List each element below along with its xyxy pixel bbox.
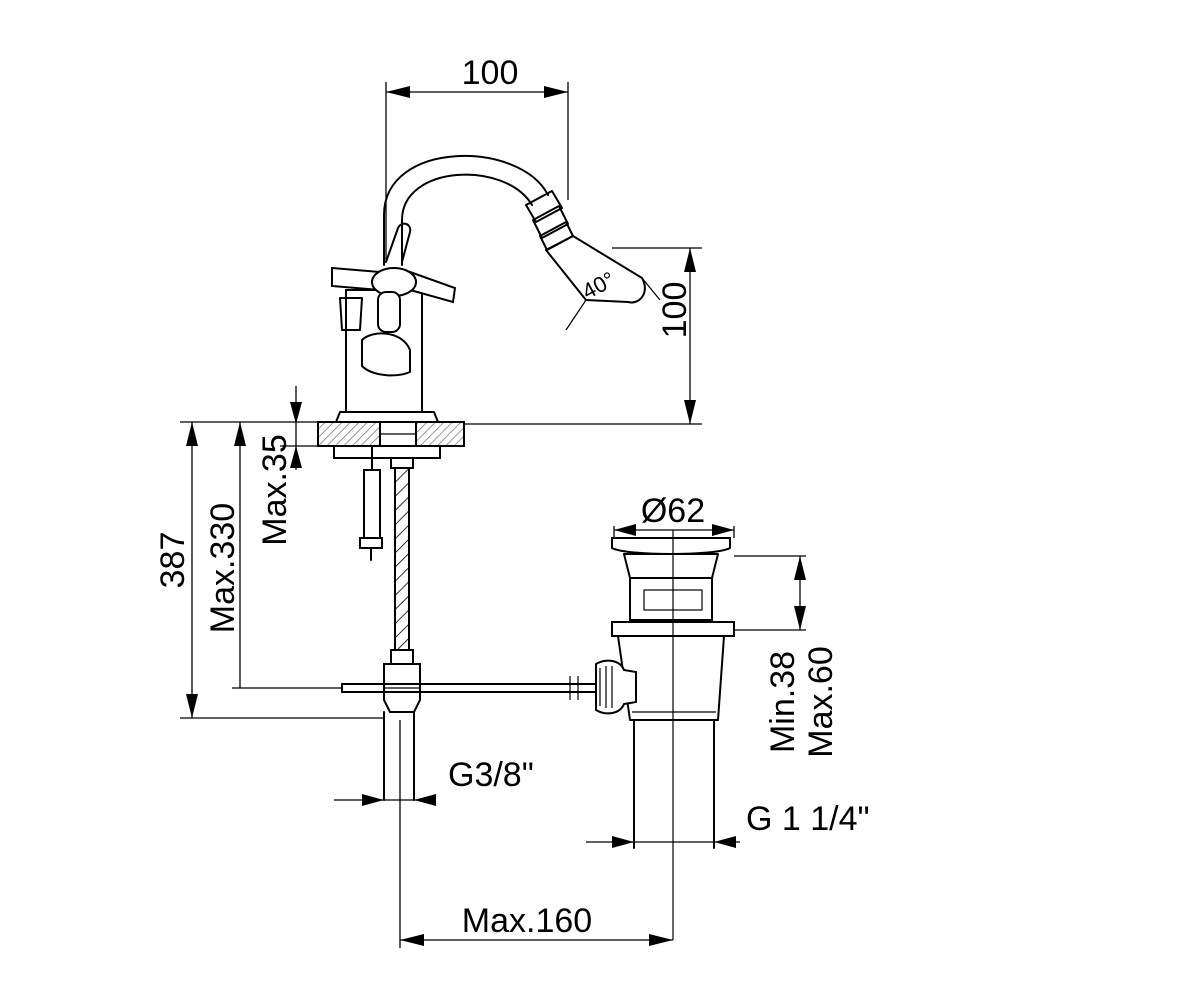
spout-height-label: 100 [656,282,694,339]
base-plate [335,411,439,423]
braided-hose [394,459,410,659]
waste-thread-label: G 1 1/4" [746,800,870,838]
lever [385,222,412,263]
deck-thickness-label: Max.35 [256,434,294,546]
inlet-thread-label: G3/8" [448,756,534,794]
waste-depth-label: Max.60 [802,646,840,758]
dimension-labels: 100 100 40° Max.35 Max.330 387 Ø62 Min.3… [154,54,870,940]
faucet [317,154,661,801]
waste-diameter-label: Ø62 [641,492,705,530]
waste-stroke-label: Min.38 [764,651,802,753]
dimension-lines [180,82,806,948]
aerator-ring [525,190,563,223]
spout-reach-label: 100 [462,54,519,92]
hose-length-label: Max.330 [204,503,242,633]
total-height-label: 387 [154,532,192,589]
pivot-knob [595,659,637,715]
waste-assembly [595,530,735,940]
spout-inner [401,173,533,266]
rod-length-label: Max.160 [462,902,592,940]
mount-nut [333,445,441,459]
spout-outer [383,154,549,266]
waste-cap [611,537,731,555]
popup-rod [363,469,381,541]
